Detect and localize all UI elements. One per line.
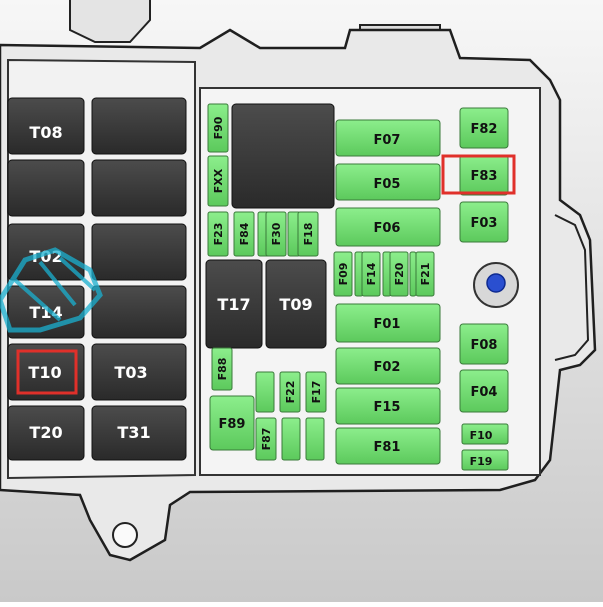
- fuse-f01: F01: [335, 303, 441, 343]
- fuse-f02-label: F02: [374, 360, 401, 375]
- fuse-f87-label: F87: [260, 428, 273, 451]
- relay-t03-label: T03: [114, 363, 147, 382]
- fuse-f88: F88: [211, 347, 233, 391]
- relay-t20: T20: [7, 405, 85, 461]
- fuse-f22-label: F22: [284, 381, 297, 404]
- fuse-f14-label: F14: [365, 262, 378, 285]
- relay-t10-label: T10: [28, 363, 61, 382]
- fuse-f89-label: F89: [219, 417, 246, 432]
- fuse-f81-label: F81: [374, 440, 401, 455]
- relay-t10: T10: [7, 343, 85, 401]
- fuse-f07: F07: [335, 119, 441, 157]
- fuse-f89: F89: [209, 395, 255, 451]
- relay-t17-label: T17: [217, 295, 250, 314]
- relay-t08-right: [91, 97, 187, 155]
- fuse-f10-label: F10: [470, 429, 493, 442]
- fuse-f90: F90: [207, 103, 229, 153]
- fuse-f15: F15: [335, 387, 441, 425]
- fuse-f84: F84: [233, 211, 255, 257]
- relay-t03: T03: [91, 343, 187, 401]
- fuse-slot-6: [255, 371, 275, 413]
- fuse-f23-label: F23: [212, 223, 225, 246]
- fuse-f23: F23: [207, 211, 229, 257]
- fuse-f02: F02: [335, 347, 441, 385]
- fuse-f30: F30: [265, 211, 287, 257]
- fuse-f17-label: F17: [310, 381, 323, 404]
- fuse-slot-8: [305, 417, 325, 461]
- fuse-f14: F14: [361, 251, 381, 297]
- fuse-f09-label: F09: [337, 263, 350, 286]
- highlight-t10: [16, 349, 78, 395]
- fuse-slot-5: [409, 251, 417, 297]
- fuse-f83: F83: [459, 154, 509, 196]
- mount-hole: [112, 522, 138, 548]
- fuse-f04: F04: [459, 369, 509, 413]
- fuse-f05: F05: [335, 163, 441, 201]
- fuse-f15-label: F15: [374, 400, 401, 415]
- fuse-f20: F20: [389, 251, 409, 297]
- fuse-f82: F82: [459, 107, 509, 149]
- fuse-f90-label: F90: [212, 116, 225, 139]
- fuse-f81: F81: [335, 427, 441, 465]
- fuse-f30-label: F30: [270, 222, 283, 245]
- relay-t08-label: T08: [29, 123, 62, 142]
- fuse-f18: F18: [297, 211, 319, 257]
- fuse-f88-label: F88: [216, 358, 229, 381]
- fuse-fxx: FXX: [207, 155, 229, 207]
- relay-unlabeled-1: [7, 159, 85, 217]
- fuse-f21-label: F21: [419, 263, 432, 286]
- fuse-f18-label: F18: [302, 223, 315, 246]
- fuse-f04-label: F04: [471, 385, 498, 400]
- fuse-f10: F10: [461, 423, 509, 445]
- fuse-f03-label: F03: [471, 216, 498, 231]
- fuse-f05-label: F05: [374, 177, 401, 192]
- fuse-f84-label: F84: [238, 222, 251, 245]
- top-bracket: [69, 0, 151, 43]
- watermark-logo: [0, 247, 103, 333]
- fuse-f07-label: F07: [374, 133, 401, 148]
- fuse-slot-7: [281, 417, 301, 461]
- relay-t17: T17: [205, 259, 263, 349]
- relay-unlabeled-3: [91, 223, 187, 281]
- highlight-f83: [441, 154, 516, 195]
- relay-t31-label: T31: [117, 423, 150, 442]
- fuse-f22: F22: [279, 371, 301, 413]
- fuse-f08: F08: [459, 323, 509, 365]
- fuse-f08-label: F08: [471, 338, 498, 353]
- fuse-f21: F21: [415, 251, 435, 297]
- fuse-f82-label: F82: [471, 122, 498, 137]
- fuse-f19-label: F19: [470, 455, 493, 468]
- fuse-fxx-label: FXX: [212, 168, 225, 193]
- fuse-f83-label: F83: [471, 169, 498, 184]
- bolt-icon: [486, 273, 506, 293]
- side-bracket: [554, 214, 590, 361]
- fuse-f03: F03: [459, 201, 509, 243]
- relay-t31: T31: [91, 405, 187, 461]
- relay-t09: T09: [265, 259, 327, 349]
- relay-t20-label: T20: [29, 423, 62, 442]
- relay-t09-label: T09: [279, 295, 312, 314]
- relay-t08: T08: [7, 97, 85, 155]
- relay-unlabeled-2: [91, 159, 187, 217]
- relay-large-unlabeled: [231, 103, 335, 209]
- fuse-f87: F87: [255, 417, 277, 461]
- fuse-f17: F17: [305, 371, 327, 413]
- fuse-f20-label: F20: [393, 262, 406, 285]
- fuse-f19: F19: [461, 449, 509, 471]
- fuse-f09: F09: [333, 251, 353, 297]
- relay-unlabeled-4: [91, 285, 187, 339]
- fuse-f06: F06: [335, 207, 441, 247]
- fuse-f06-label: F06: [374, 221, 401, 236]
- fuse-f01-label: F01: [374, 317, 401, 332]
